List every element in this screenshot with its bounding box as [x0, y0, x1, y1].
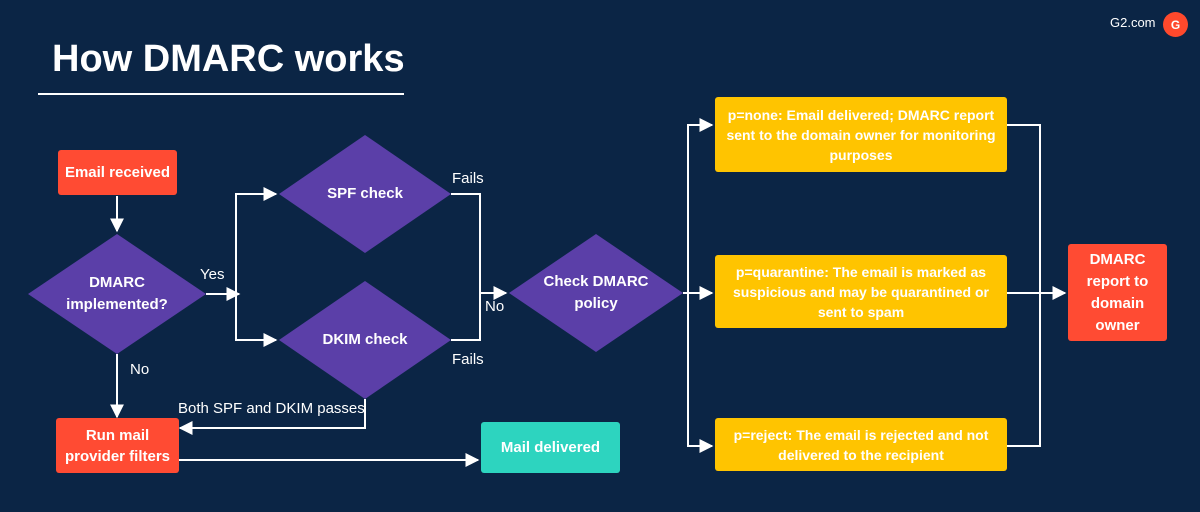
g2-logo-icon: G [1163, 12, 1188, 37]
check-policy-diamond [509, 234, 683, 352]
edge-both-pass [178, 399, 366, 435]
node-mail-delivered: Mail delivered [481, 422, 620, 473]
diamond-label-dmarc-implemented: DMARC implemented? [66, 274, 168, 313]
node-policy-none: p=none: Email delivered; DMARC report se… [715, 97, 1007, 172]
edge-label-no-mid: No [485, 298, 505, 315]
edge-to-reject [687, 293, 714, 453]
edge-spf-fails [451, 193, 481, 341]
diamond-label-spf-check: SPF check [327, 185, 403, 202]
diamond-label-dkim-check: DKIM check [322, 331, 408, 348]
edge-to-spf [235, 187, 278, 294]
page-title: How DMARC works [52, 38, 405, 80]
diamond-label-check-policy: Check DMARC policy [543, 273, 649, 312]
node-email-received: Email received [58, 150, 177, 195]
dkim-check-diamond [279, 281, 451, 399]
node-run-filters: Run mail provider filters [56, 418, 179, 473]
spf-check-diamond [279, 135, 451, 253]
edge-label-both-pass: Both SPF and DKIM passes [178, 400, 365, 417]
edge-none-to-report [1007, 124, 1041, 447]
brand-text: G2.com [1110, 15, 1156, 30]
node-policy-reject: p=reject: The email is rejected and not … [715, 418, 1007, 471]
node-policy-quarantine: p=quarantine: The email is marked as sus… [715, 255, 1007, 328]
edge-label-dkim-fails: Fails [452, 351, 484, 368]
title-underline [38, 93, 404, 95]
dmarc-implemented-diamond [28, 234, 206, 354]
edge-label-spf-fails: Fails [452, 170, 484, 187]
edge-label-no-left: No [130, 361, 150, 378]
edge-label-yes: Yes [200, 266, 225, 283]
node-dmarc-report: DMARC report to domain owner [1068, 244, 1167, 341]
edge-to-dkim [235, 294, 278, 347]
edge-to-none [687, 118, 714, 293]
